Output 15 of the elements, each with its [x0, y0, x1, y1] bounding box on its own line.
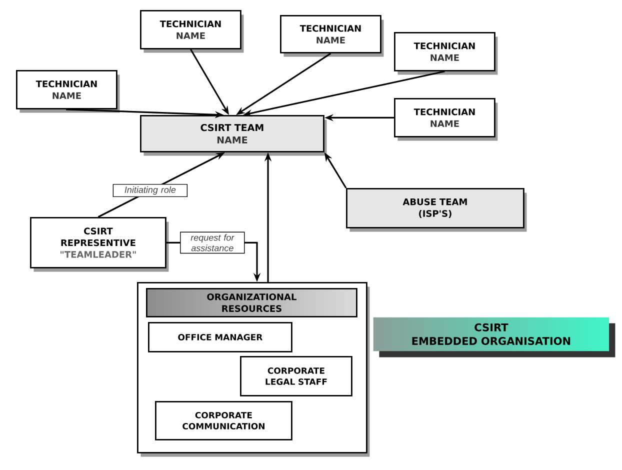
role-box: CSIRT REPRESENTIVE "TEAMLEADER" [30, 217, 169, 272]
edge-label: Initiating role [112, 184, 188, 198]
role-box: TECHNICIAN NAME [394, 98, 498, 141]
team-box: ABUSE TEAM (ISP'S) [346, 188, 527, 232]
edge-label: request for assistance [180, 232, 245, 254]
role-box: TECHNICIAN NAME [280, 15, 384, 57]
role-box: CORPORATE LEGAL STAFF [240, 356, 352, 396]
role-box: TECHNICIAN NAME [394, 32, 498, 75]
role-box: TECHNICIAN NAME [140, 10, 244, 53]
role-box: CORPORATE COMMUNICATION [155, 401, 292, 440]
team-box: CSIRT TEAM NAME [140, 115, 327, 156]
header-band: ORGANIZATIONAL RESOURCES [146, 288, 358, 318]
role-box: TECHNICIAN NAME [16, 70, 120, 113]
title-banner: CSIRT EMBEDDED ORGANISATION [373, 317, 616, 358]
role-box: OFFICE MANAGER [148, 322, 292, 352]
